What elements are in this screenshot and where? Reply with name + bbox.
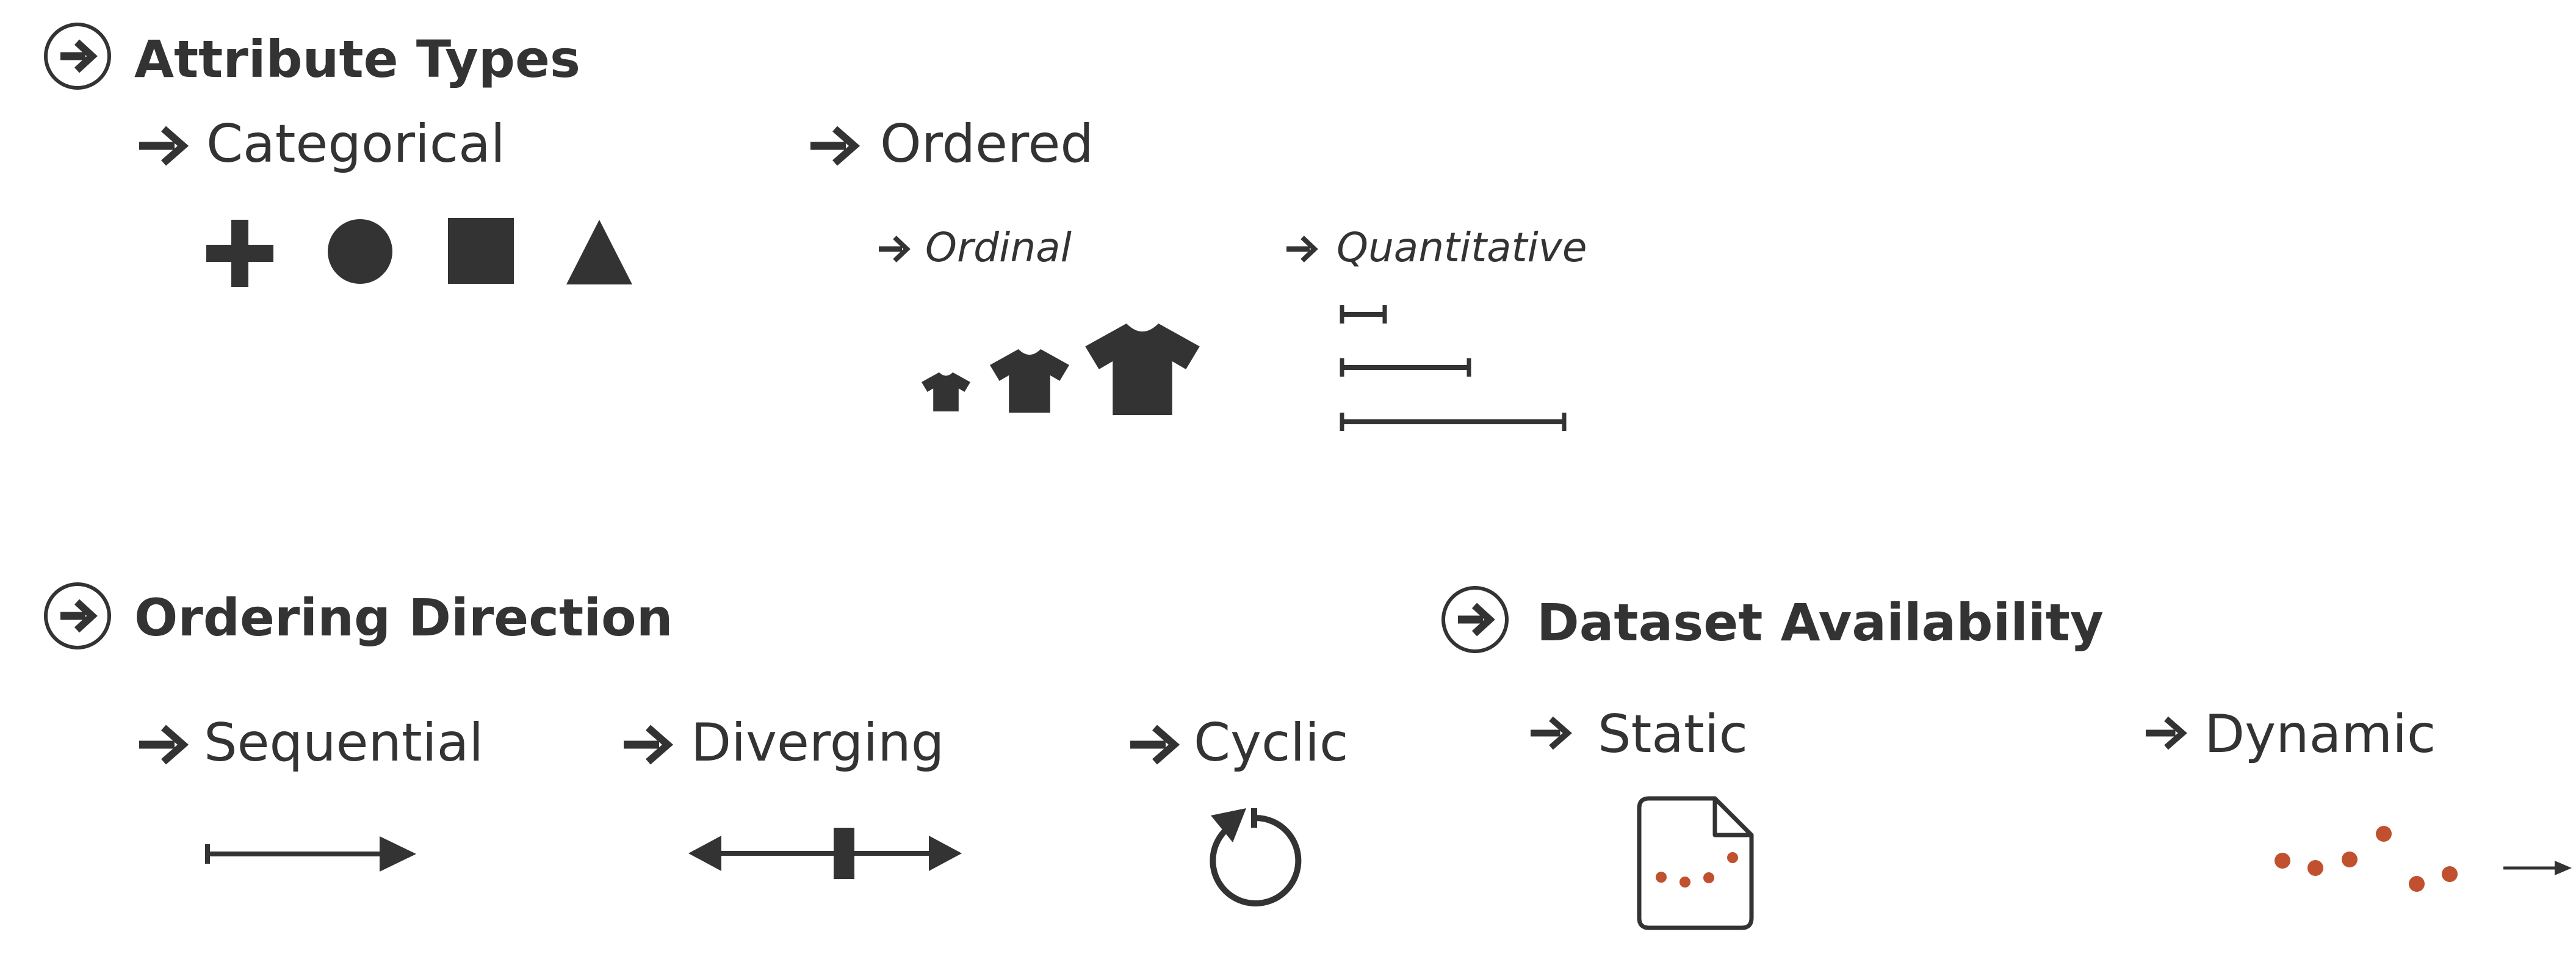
circle-arrow-icon (44, 582, 111, 649)
sequential-arrow-icon (205, 836, 416, 872)
attribute-types-title: Attribute Types (134, 29, 581, 89)
tshirt-icon (922, 372, 970, 411)
right-arrow-icon (1286, 236, 1318, 262)
static-label: Static (1598, 704, 1748, 765)
right-arrow-icon (1130, 725, 1180, 765)
right-arrow-icon (139, 126, 189, 166)
circle-arrow-icon (44, 23, 111, 90)
ordinal-label: Ordinal (925, 224, 1072, 271)
tshirt-icon (990, 349, 1069, 413)
right-arrow-icon (2146, 716, 2187, 750)
data-point-dot (1679, 877, 1690, 888)
data-point-dot (2342, 852, 2358, 867)
plus-icon (206, 220, 273, 287)
length-bar-short (1340, 305, 1387, 324)
quantitative-label: Quantitative (1337, 224, 1587, 271)
right-arrow-icon (810, 126, 860, 166)
circle-icon (328, 219, 392, 284)
dynamic-stream-icon (2275, 826, 2572, 892)
dataset-availability-title: Dataset Availability (1537, 593, 2104, 653)
dynamic-label: Dynamic (2204, 704, 2436, 765)
file-icon (1637, 796, 1754, 930)
circle-arrow-icon (1441, 586, 1509, 653)
ordering-direction-title: Ordering Direction (134, 588, 673, 648)
cyclic-label: Cyclic (1194, 712, 1349, 773)
cycle-icon (1210, 808, 1302, 906)
triangle-icon (566, 220, 632, 284)
diverging-label: Diverging (691, 712, 945, 773)
data-point-dot (1703, 872, 1714, 883)
right-arrow-icon (1531, 716, 1572, 750)
length-bar-medium (1340, 358, 1471, 377)
data-point-dot (2307, 860, 2323, 876)
data-point-dot (1656, 872, 1667, 883)
data-point-dot (2275, 853, 2290, 869)
right-arrow-icon (624, 725, 674, 765)
tshirt-icon (1085, 324, 1200, 415)
length-bar-long (1340, 413, 1567, 431)
diverging-arrow-icon (688, 828, 962, 879)
data-point-dot (2442, 866, 2458, 882)
square-icon (448, 218, 514, 284)
right-arrow-icon (879, 236, 911, 262)
ordered-label: Ordered (880, 114, 1094, 175)
sequential-label: Sequential (204, 712, 484, 773)
data-point-dot (1727, 852, 1738, 863)
data-point-dot (2376, 826, 2392, 842)
data-point-dot (2409, 876, 2425, 892)
categorical-label: Categorical (206, 114, 505, 175)
right-arrow-icon (139, 725, 189, 765)
